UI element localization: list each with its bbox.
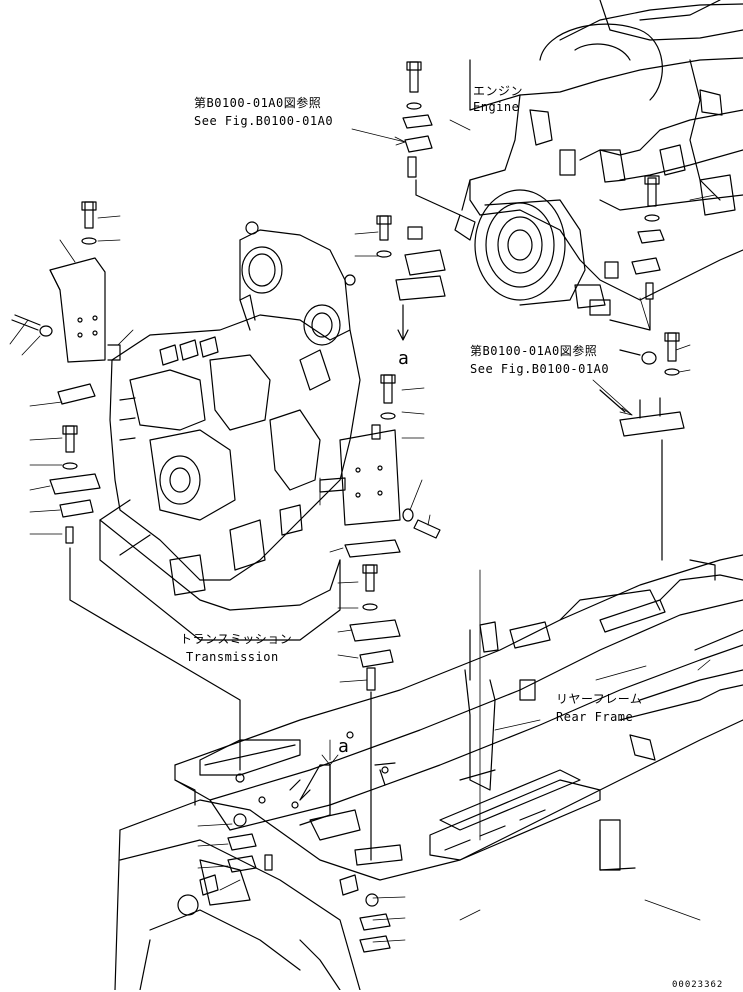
engine-label-en: Engine — [473, 100, 520, 114]
engine-mount-hardware-right — [609, 175, 665, 331]
leader-lines — [9, 119, 716, 943]
callout-a-upper: a — [398, 348, 410, 369]
fig-ref-lower-jp: 第B0100-01A0図参照 — [470, 344, 598, 358]
engine-mount-hardware-lower — [599, 332, 685, 561]
transmission-label-jp: トランスミッション — [180, 632, 293, 646]
engine-mount-hardware-upper — [402, 61, 461, 216]
transmission-right-mount-hardware — [319, 215, 446, 861]
frame-mount-hardware — [227, 813, 391, 953]
fig-ref-upper-jp: 第B0100-01A0図参照 — [194, 96, 322, 110]
rear-frame-label-jp: リヤーフレーム — [556, 692, 643, 706]
engine-assembly — [454, 0, 743, 316]
transmission-left-mount-hardware — [11, 201, 241, 771]
transmission-assembly — [99, 221, 361, 641]
drawing-number: 00023362 — [672, 980, 724, 990]
rear-frame-label-en: Rear Frame — [556, 710, 634, 724]
fig-ref-upper-en: See Fig.B0100-01A0 — [194, 114, 334, 128]
callout-a-lower: a — [338, 736, 350, 757]
fig-ref-lower-en: See Fig.B0100-01A0 — [470, 362, 610, 376]
engine-label-jp: エンジン — [473, 84, 524, 98]
rear-frame — [114, 554, 743, 990]
transmission-label-en: Transmission — [186, 650, 279, 664]
